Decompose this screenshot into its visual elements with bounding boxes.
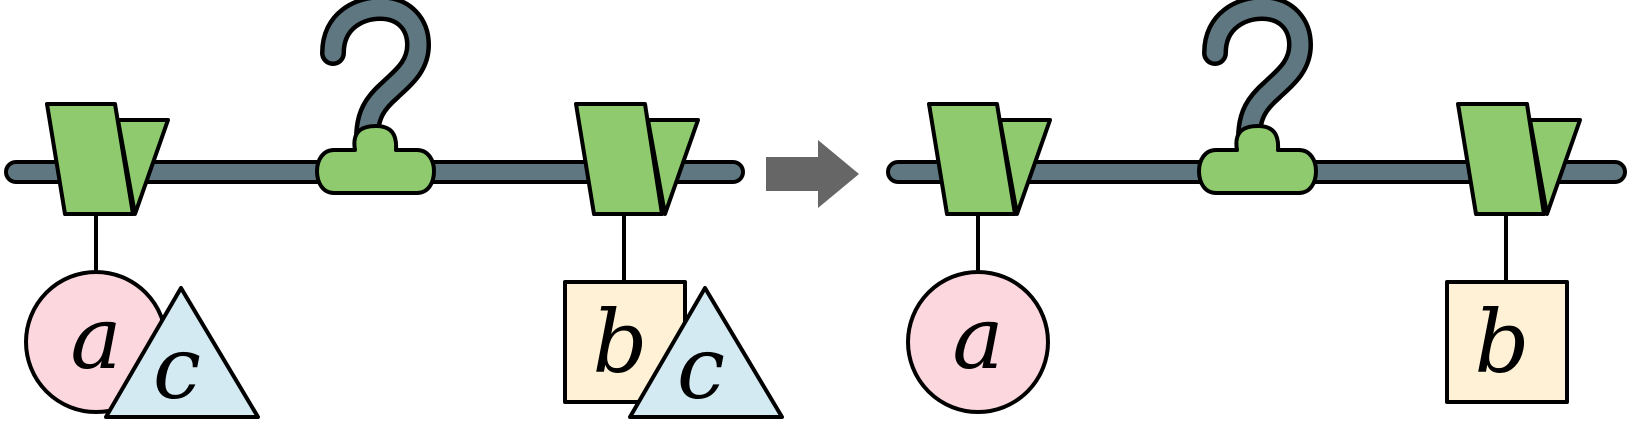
triangle-shape: c	[628, 286, 784, 419]
clothespin-a	[45, 102, 170, 278]
right-arrow-icon	[766, 140, 859, 208]
triangle-label: c	[153, 319, 201, 419]
panel-after: a b	[886, 0, 1627, 414]
square-label: b	[592, 293, 647, 393]
circle-label: a	[70, 289, 121, 389]
hanger-hook-icon	[1202, 0, 1314, 151]
clothespin-a	[927, 102, 1052, 278]
triangle-label: c	[677, 319, 725, 419]
hanger-center-clip	[315, 124, 436, 195]
circle-label: a	[952, 289, 1003, 389]
circle-shape: a	[906, 270, 1050, 414]
clothespin-b	[574, 102, 700, 282]
panel-before: a c b c	[4, 0, 784, 419]
triangle-shape: c	[104, 286, 260, 419]
hanger-hook-icon	[320, 0, 432, 151]
square-shape: b	[1445, 280, 1569, 404]
square-label: b	[1474, 293, 1529, 393]
hanger-center-clip	[1197, 124, 1318, 195]
clothespin-b	[1456, 102, 1582, 282]
